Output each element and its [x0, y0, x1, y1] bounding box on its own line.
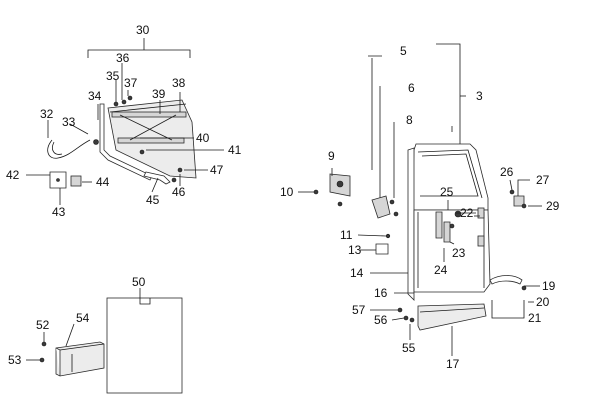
- callout-32: 32: [40, 107, 54, 121]
- group-30-bracket: [87, 38, 191, 58]
- door-body-part: [407, 147, 491, 301]
- hinge-part: [298, 168, 351, 207]
- callout-22: 22: [460, 206, 474, 220]
- callout-55: 55: [402, 341, 416, 355]
- armrest-box-part: [55, 341, 105, 377]
- callout-24: 24: [434, 263, 448, 277]
- callout-56: 56: [374, 313, 388, 327]
- callout-46: 46: [172, 185, 186, 199]
- screw-parts-upper: [139, 149, 183, 183]
- callout-44: 44: [96, 175, 110, 189]
- leaders-upper-left: [26, 63, 224, 205]
- callout-30: 30: [136, 23, 150, 37]
- bracket-part: [49, 171, 82, 189]
- callout-13: 13: [348, 243, 362, 257]
- callout-5: 5: [400, 44, 407, 58]
- callout-38: 38: [172, 76, 186, 90]
- cable-part: [47, 139, 91, 159]
- callout-16: 16: [374, 286, 388, 300]
- callout-6: 6: [408, 81, 415, 95]
- leaders-right-middle: [370, 200, 480, 294]
- callout-45: 45: [146, 193, 160, 207]
- callout-20: 20: [536, 295, 550, 309]
- door-trim-strip-part: [417, 303, 487, 356]
- callout-36: 36: [116, 51, 130, 65]
- door-handle-part: [489, 275, 540, 319]
- callout-10: 10: [280, 185, 294, 199]
- callout-9: 9: [328, 149, 335, 163]
- callout-27: 27: [536, 173, 550, 187]
- callout-25: 25: [440, 185, 454, 199]
- callout-57: 57: [352, 303, 366, 317]
- clip-part: [357, 233, 391, 255]
- callout-50: 50: [132, 275, 146, 289]
- callout-52: 52: [36, 318, 50, 332]
- callout-17: 17: [446, 357, 460, 371]
- callout-42: 42: [6, 168, 20, 182]
- seal-strip-part: [143, 171, 171, 185]
- callout-19: 19: [542, 279, 556, 293]
- callout-26: 26: [500, 165, 514, 179]
- callout-11: 11: [340, 228, 353, 242]
- callout-14: 14: [350, 266, 364, 280]
- callout-34: 34: [88, 89, 102, 103]
- callout-29: 29: [546, 199, 560, 213]
- callout-labels: 30 36 35 37 38 39 34 32 33 40 41 42 44 4…: [6, 23, 560, 371]
- callout-23: 23: [452, 246, 466, 260]
- bolt-small-parts: [93, 95, 133, 145]
- callout-40: 40: [196, 131, 210, 145]
- door-frame-part: [411, 143, 489, 211]
- callout-33: 33: [62, 115, 76, 129]
- callout-8: 8: [406, 113, 413, 127]
- callout-39: 39: [152, 87, 166, 101]
- callout-35: 35: [106, 69, 120, 83]
- callout-47: 47: [210, 163, 224, 177]
- trim-clip-parts: [370, 307, 415, 340]
- callout-3: 3: [476, 89, 483, 103]
- mirror-mount-part: [509, 179, 542, 209]
- trim-panel-part: [106, 288, 183, 394]
- check-link-part: [371, 195, 399, 219]
- callout-43: 43: [52, 205, 66, 219]
- callout-37: 37: [124, 76, 138, 90]
- callout-53: 53: [8, 353, 22, 367]
- callout-54: 54: [76, 311, 90, 325]
- regulator-rail-part: [111, 111, 187, 144]
- callout-41: 41: [228, 143, 242, 157]
- callout-21: 21: [528, 311, 542, 325]
- screw-parts-lower-left: [26, 323, 75, 363]
